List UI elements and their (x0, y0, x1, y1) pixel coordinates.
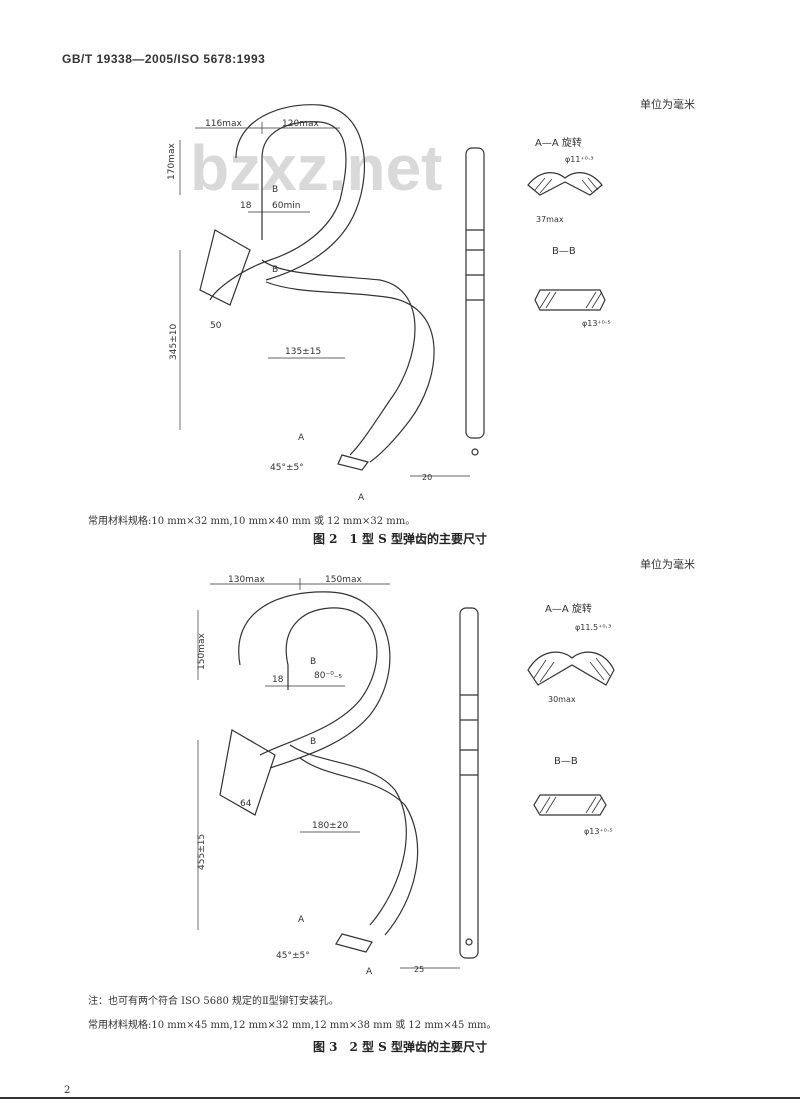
fig2-section-aa-phi: φ11⁺⁰·³ (565, 155, 594, 164)
fig2-dim-18: 18 (240, 201, 252, 211)
figure-3-drawing: 130max 150max 150max 18 80⁻⁰₋₅ 455±15 18… (197, 575, 615, 977)
fig2-dim-345: 345±10 (169, 324, 179, 360)
unit-label-bottom: 单位为毫米 (640, 558, 695, 571)
fig2-dim-top-right: 120max (282, 119, 319, 129)
fig2-bottom-dim: 20 (422, 473, 432, 482)
fig3-section-aa-phi: φ11.5⁺⁰·³ (575, 623, 611, 632)
fig3-dim-455: 455±15 (197, 834, 207, 870)
fig3-dim-80: 80⁻⁰₋₅ (314, 671, 343, 681)
fig3-dim-180: 180±20 (312, 821, 348, 831)
fig3-section-bb-phi: φ13⁺⁰·⁵ (584, 827, 613, 836)
fig3-section-aa-width: 30max (548, 695, 576, 704)
footer-rule (0, 1097, 800, 1099)
fig2-label-a-top: A (298, 433, 305, 443)
fig2-dim-top-left: 116max (205, 119, 242, 129)
fig3-dim-64: 64 (240, 799, 252, 809)
fig2-dim-60: 60min (272, 201, 300, 211)
fig3-dim-height-top: 150max (197, 633, 207, 670)
fig3-dim-top-right: 150max (325, 575, 362, 585)
fig3-label-b-bottom: B (310, 737, 316, 747)
figure-2-drawing: bzxz.net 116max 120max (167, 104, 611, 503)
fig2-label-b-bottom: B (272, 265, 278, 275)
fig2-caption: 图 2 1 型 S 型弹齿的主要尺寸 (312, 532, 488, 546)
fig2-section-bb-title: B—B (552, 246, 576, 257)
fig2-section-bb-phi: φ13⁺⁰·⁵ (582, 319, 611, 328)
fig2-section-aa-title: A—A 旋转 (535, 136, 582, 149)
page-number: 2 (64, 1085, 71, 1096)
fig2-footnote: 常用材料规格:10 mm×32 mm,10 mm×40 mm 或 12 mm×3… (88, 516, 416, 527)
fig2-dim-height-top: 170max (167, 143, 177, 180)
fig2-dim-135: 135±15 (285, 347, 321, 357)
unit-label-top: 单位为毫米 (640, 98, 695, 111)
fig3-label-a-top: A (298, 915, 305, 925)
fig2-label-a-bottom: A (358, 493, 365, 503)
fig2-section-aa-width: 37max (536, 215, 564, 224)
document-header: GB/T 19338—2005/ISO 5678:1993 (62, 52, 266, 66)
fig3-label-b-top: B (310, 657, 316, 667)
fig2-angle: 45°±5° (270, 463, 304, 473)
fig3-note: 注：也可有两个符合 ISO 5680 规定的Ⅱ型铆钉安装孔。 (88, 996, 339, 1007)
fig3-footnote: 常用材料规格:10 mm×45 mm,12 mm×32 mm,12 mm×38 … (88, 1020, 497, 1031)
fig3-section-bb-title: B—B (554, 756, 578, 767)
fig2-label-b-top: B (272, 185, 278, 195)
fig2-dim-50: 50 (210, 321, 222, 331)
watermark: bzxz.net (190, 132, 442, 204)
fig3-dim-18: 18 (272, 675, 284, 685)
fig3-dim-top-left: 130max (228, 575, 265, 585)
fig3-section-aa-title: A—A 旋转 (545, 602, 592, 615)
fig3-label-a-bottom: A (366, 967, 373, 977)
fig3-angle: 45°±5° (276, 951, 310, 961)
fig3-bottom-dim: 25 (414, 965, 424, 974)
fig3-caption: 图 3 2 型 S 型弹齿的主要尺寸 (312, 1040, 488, 1054)
